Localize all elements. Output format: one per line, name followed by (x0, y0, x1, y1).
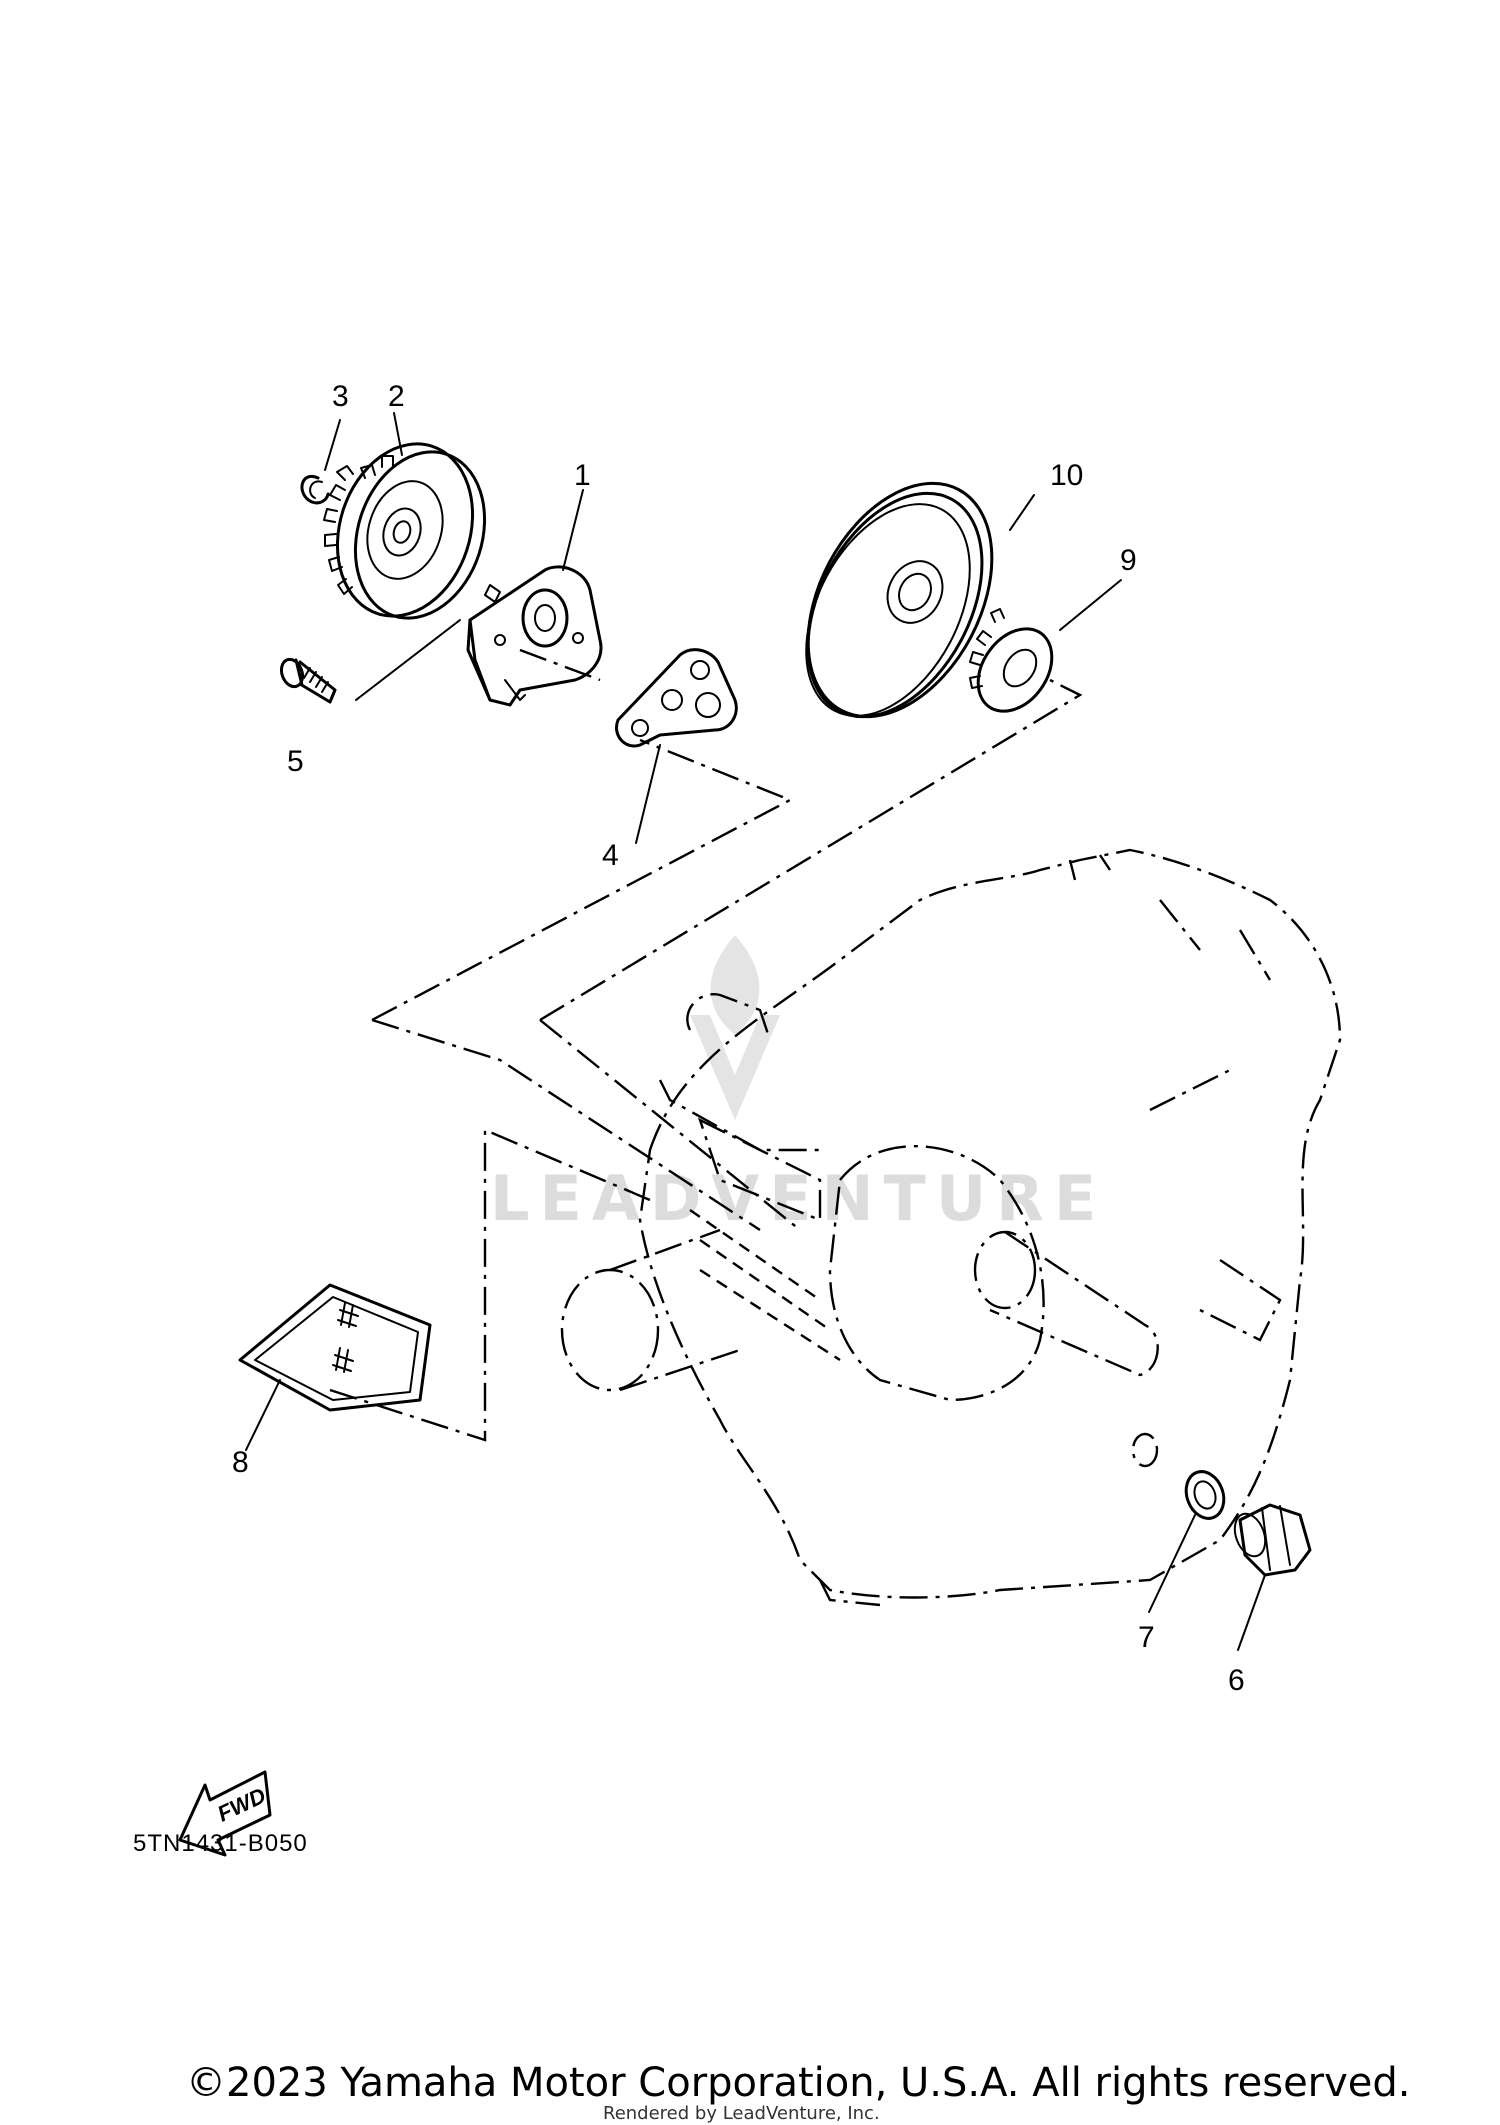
part-5-screw[interactable] (278, 656, 337, 704)
rendered-by-notice: Rendered by LeadVenture, Inc. (603, 2103, 880, 2124)
callout-8[interactable]: 8 (232, 1446, 249, 1479)
callout-3[interactable]: 3 (332, 380, 349, 413)
callout-5[interactable]: 5 (287, 745, 304, 778)
part-8-strainer[interactable] (238, 1283, 432, 1412)
part-9-small-gear[interactable] (963, 608, 1067, 725)
callout-10[interactable]: 10 (1050, 459, 1083, 492)
part-3-circlip[interactable] (300, 474, 330, 505)
part-6-drain-bolt[interactable] (1229, 1503, 1312, 1577)
crankcase-outline (560, 848, 1342, 1607)
part-2-drive-gear[interactable] (316, 426, 505, 635)
part-1-oil-pump[interactable] (466, 565, 603, 707)
callout-2[interactable]: 2 (388, 380, 405, 413)
copyright-notice: ©2023 Yamaha Motor Corporation, U.S.A. A… (186, 2060, 1411, 2106)
callout-9[interactable]: 9 (1120, 544, 1137, 577)
part-4-gasket[interactable] (615, 648, 738, 748)
callouts: 1 2 3 4 5 6 7 8 9 10 (232, 380, 1245, 1697)
callout-1[interactable]: 1 (574, 459, 591, 492)
callout-4[interactable]: 4 (602, 839, 619, 872)
assembly-reference-lines (329, 648, 1083, 1442)
watermark-logo-icon (690, 935, 780, 1120)
leader-lines (245, 412, 1266, 1651)
diagram-code: 5TN1431-B050 (133, 1830, 308, 1857)
callout-6[interactable]: 6 (1228, 1664, 1245, 1697)
part-10-gear[interactable] (771, 452, 1030, 748)
callout-7[interactable]: 7 (1138, 1621, 1155, 1654)
part-7-washer[interactable] (1180, 1466, 1230, 1523)
